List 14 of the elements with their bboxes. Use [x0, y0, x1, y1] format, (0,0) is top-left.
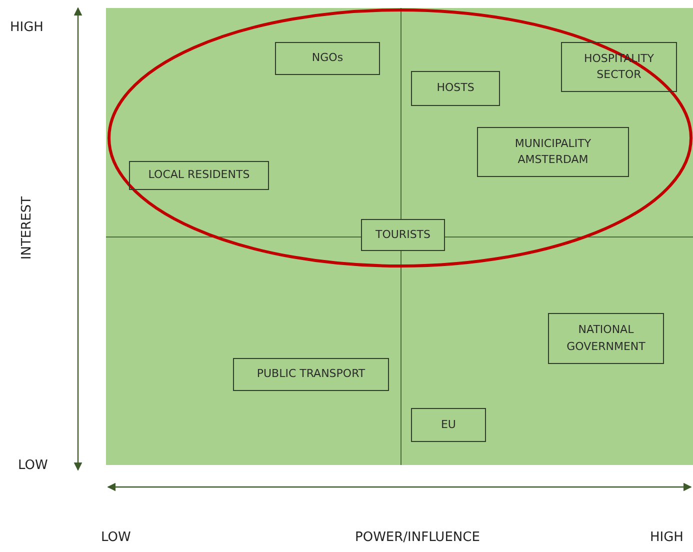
axis-level-label: HIGH: [650, 530, 684, 545]
stakeholder-box: NGOs: [275, 42, 380, 75]
stakeholder-box: EU: [411, 408, 486, 442]
axis-level-label: LOW: [101, 530, 131, 545]
axis-level-label: LOW: [18, 458, 48, 473]
stakeholder-box: HOSTS: [411, 71, 500, 106]
stakeholder-box: PUBLIC TRANSPORT: [233, 358, 389, 391]
axis-level-label: HIGH: [10, 20, 44, 35]
stakeholder-box: MUNICIPALITY AMSTERDAM: [477, 127, 629, 177]
axis-title: POWER/INFLUENCE: [355, 530, 480, 545]
stakeholder-box: TOURISTS: [361, 219, 445, 251]
stakeholder-box: LOCAL RESIDENTS: [129, 161, 269, 190]
stakeholder-box: NATIONAL GOVERNMENT: [548, 313, 664, 364]
axis-title: INTEREST: [20, 196, 34, 260]
